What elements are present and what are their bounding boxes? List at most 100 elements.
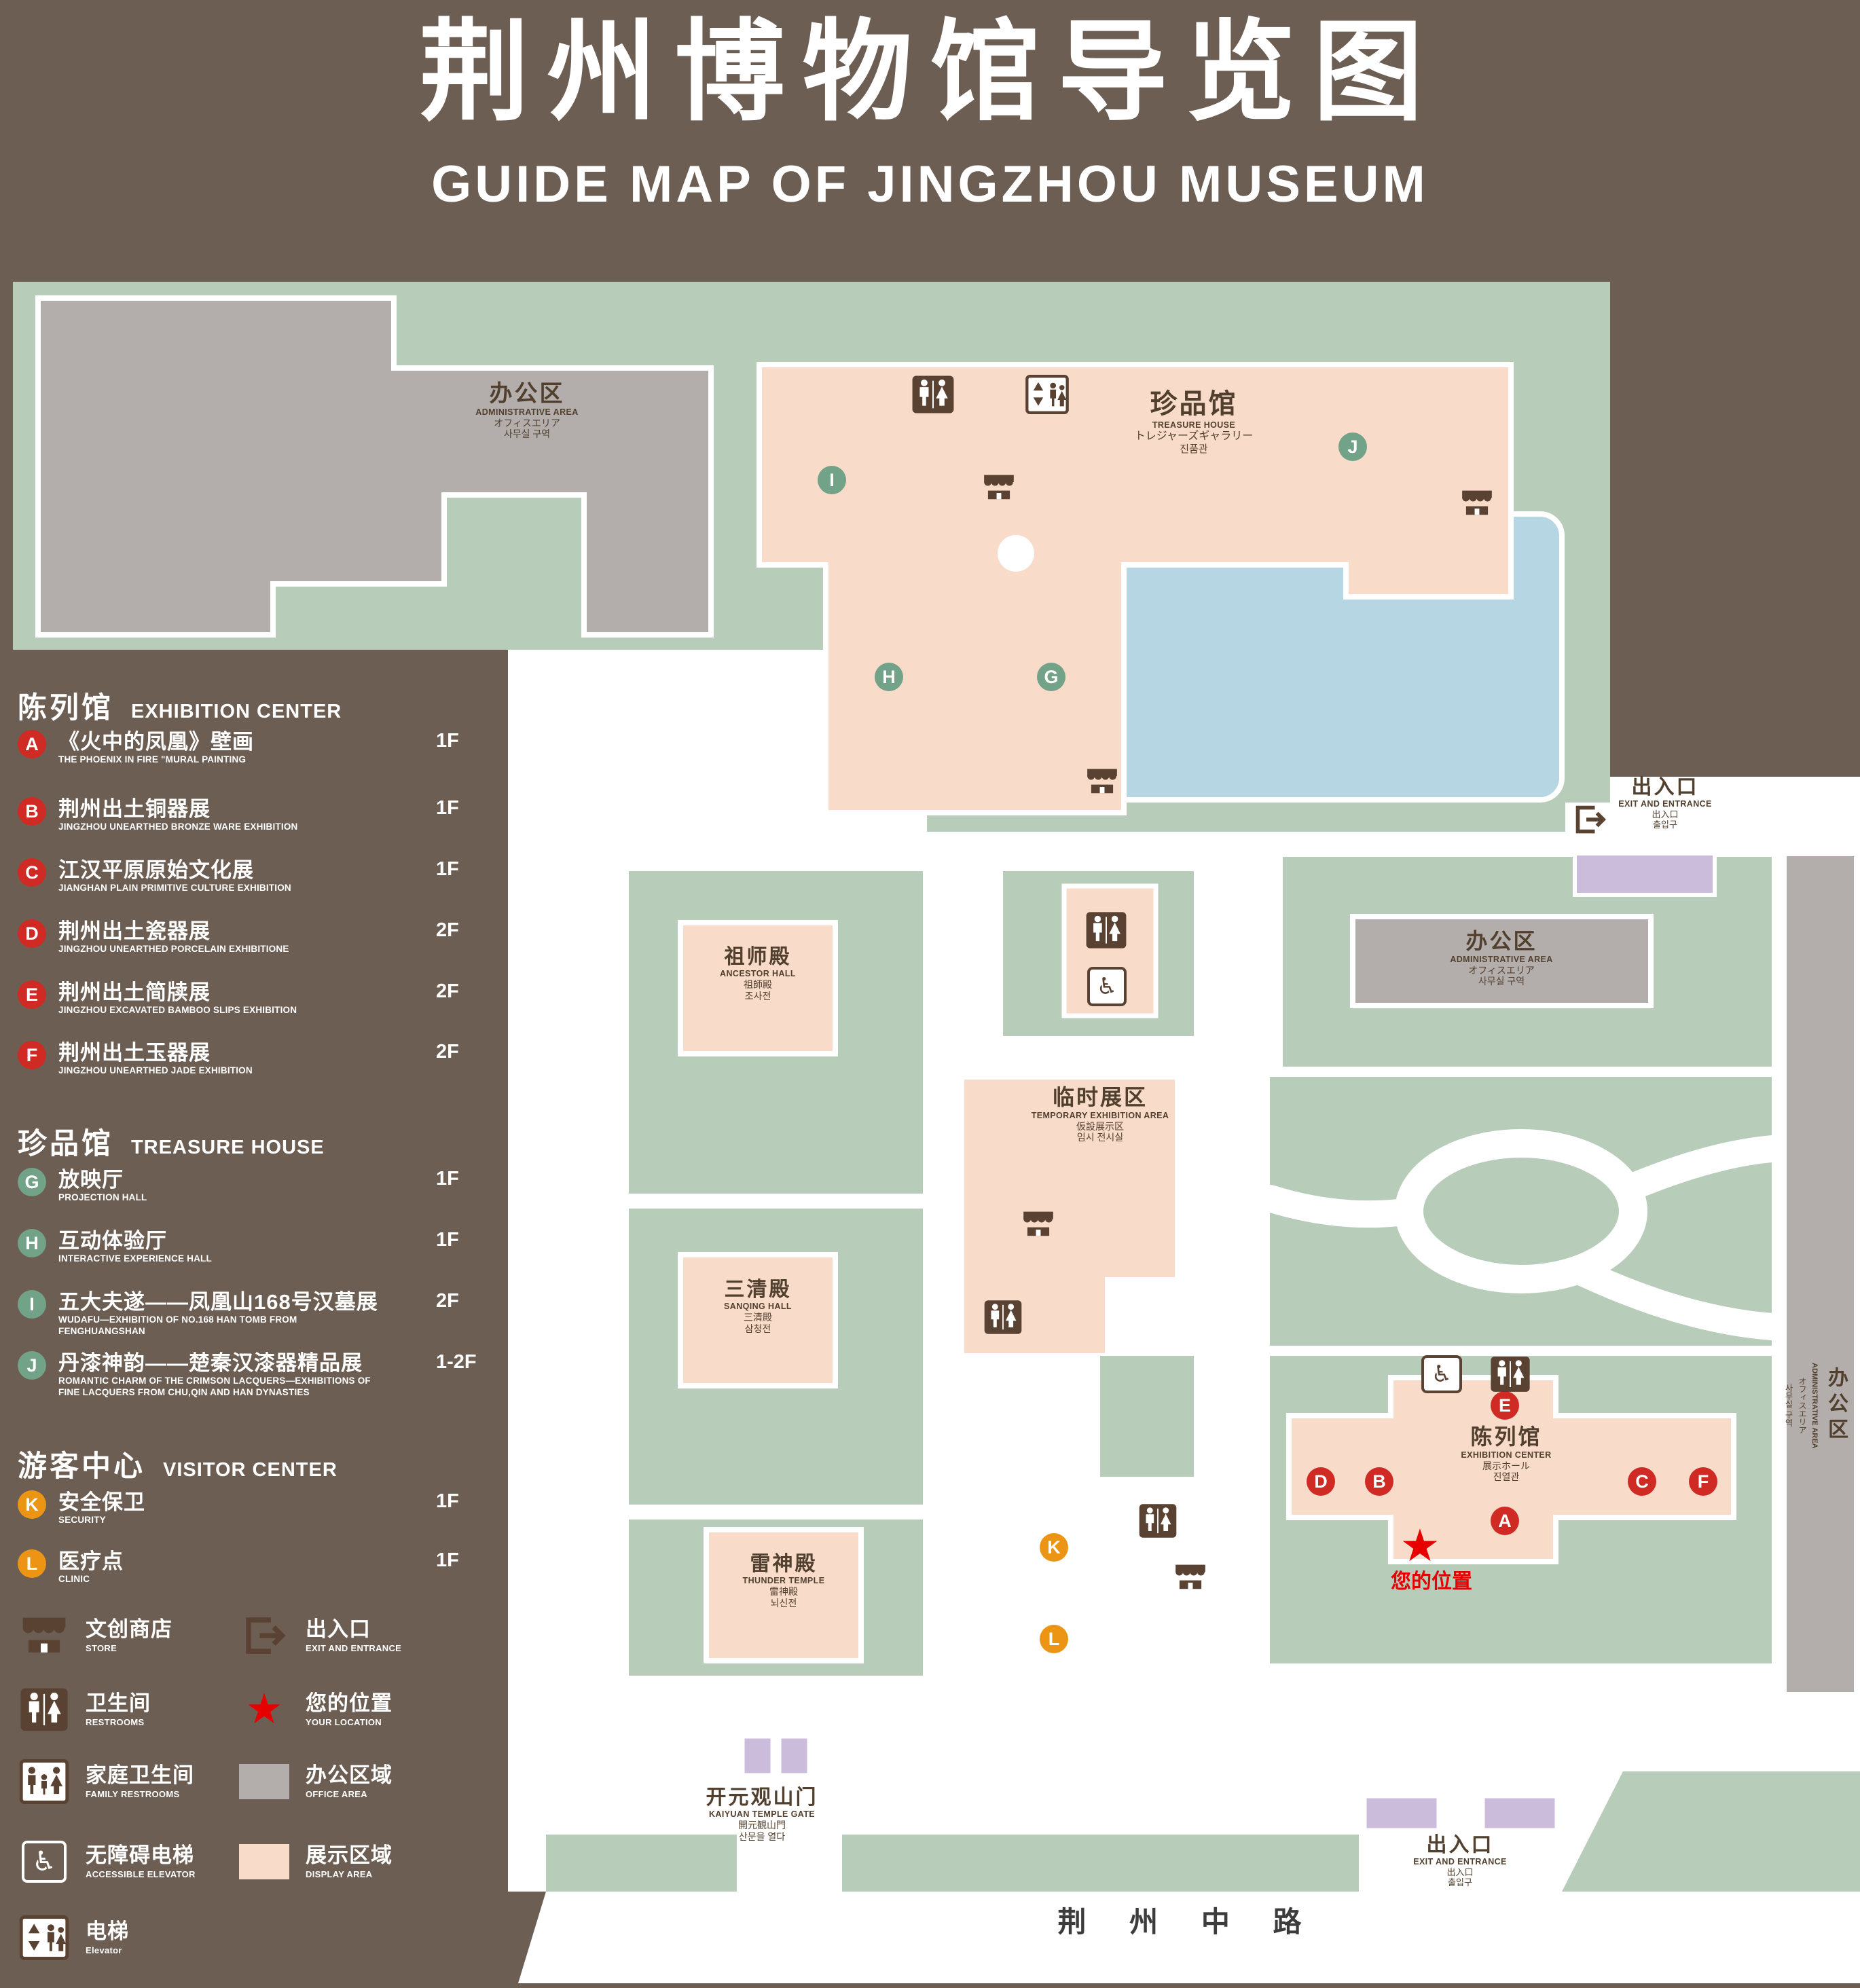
entrance-north-block: [1573, 851, 1717, 897]
road-name: 荆 州 中 路: [1057, 1906, 1319, 1938]
label-ja: トレジャーズギャラリー: [1134, 430, 1254, 442]
building-thunder-temple: [704, 1527, 864, 1663]
store-icon: [981, 472, 1017, 503]
label-ja: 仮設展示区: [1076, 1120, 1124, 1132]
label-zh: 陈列馆: [1470, 1424, 1542, 1449]
badge-G: G: [18, 1168, 46, 1196]
elevator-icon: [19, 1915, 69, 1960]
label-entrance-north: 出入口 EXIT AND ENTRANCE 出入口 출입구: [1618, 775, 1712, 830]
badge-I: I: [18, 1290, 46, 1319]
lawn-south-east: [1562, 1771, 1860, 1892]
label-ko: 진품관: [1180, 443, 1208, 455]
gate-kaiyuan-block-left: [741, 1735, 774, 1777]
badge-L: L: [18, 1549, 46, 1578]
badge-F: F: [18, 1041, 46, 1069]
symbol-en: YOUR LOCATION: [306, 1717, 382, 1728]
item-zh: 互动体验厅: [58, 1229, 167, 1253]
legend-symbol-elevator: 电梯 Elevator: [19, 1915, 129, 1960]
label-en: EXHIBITION CENTER: [1461, 1450, 1552, 1460]
label-ko: 산문을 열다: [738, 1830, 786, 1842]
item-floor: 1F: [436, 1549, 459, 1571]
label-ko: 삼청전: [744, 1323, 771, 1334]
label-en: KAIYUAN TEMPLE GATE: [709, 1809, 815, 1820]
accessible-elevator-icon: ♿: [1421, 1355, 1462, 1393]
store-icon: [1459, 487, 1495, 519]
gate-kaiyuan-block-right: [778, 1735, 811, 1777]
label-ko: 출입구: [1448, 1877, 1472, 1888]
building-temporary-exhibition: [959, 1074, 1180, 1359]
symbol-zh: 卫生间: [86, 1691, 151, 1715]
label-zh: 办公区: [1825, 1367, 1847, 1444]
restroom-icon: [911, 375, 955, 414]
store-icon: [1172, 1562, 1209, 1593]
badge-J: J: [18, 1351, 46, 1380]
map-badge-C: C: [1628, 1467, 1656, 1496]
label-ko: 진열관: [1493, 1471, 1520, 1483]
page-title: 荆州博物馆导览图: [419, 11, 1441, 134]
label-ja: 出入口: [1446, 1867, 1474, 1878]
badge-K: K: [18, 1490, 46, 1519]
symbol-zh: 办公区域: [306, 1763, 393, 1787]
label-treasure-house: 珍品馆 TREASURE HOUSE トレジャーズギャラリー 진품관: [1135, 388, 1253, 456]
restroom-icon: [1085, 911, 1127, 949]
label-en: THUNDER TEMPLE: [742, 1576, 825, 1586]
label-ja: 展示ホール: [1482, 1460, 1530, 1471]
label-ko: 조사전: [744, 990, 771, 1001]
item-en: JIANGHAN PLAIN PRIMITIVE CULTURE EXHIBIT…: [58, 882, 291, 893]
label-ja: 出入口: [1652, 809, 1679, 820]
label-ja: 開元観山門: [738, 1820, 786, 1831]
item-floor: 1F: [436, 1490, 459, 1512]
item-floor: 1-2F: [436, 1351, 477, 1373]
item-floor: 1F: [436, 858, 459, 880]
symbol-en: EXIT AND ENTRANCE: [306, 1643, 402, 1654]
label-sanqing-hall: 三清殿 SANQING HALL 三清殿 삼청전: [724, 1278, 792, 1334]
label-ancestor-hall: 祖师殿 ANCESTOR HALL 祖師殿 조사전: [720, 945, 796, 1001]
map-badge-K: K: [1040, 1533, 1068, 1562]
accessible-elevator-icon: ♿: [19, 1839, 69, 1884]
label-admin-northwest: 办公区 ADMINISTRATIVE AREA オフィスエリア 사무실 구역: [475, 380, 578, 440]
item-zh: 医疗点: [58, 1549, 124, 1573]
symbol-en: OFFICE AREA: [306, 1789, 367, 1800]
map-badge-E: E: [1491, 1391, 1519, 1420]
symbol-en: STORE: [86, 1643, 117, 1654]
label-road: 荆 州 中 路: [1057, 1905, 1319, 1939]
page-subtitle: GUIDE MAP OF JINGZHOU MUSEUM: [431, 155, 1429, 213]
lawn-temporary-south: [1100, 1356, 1194, 1477]
item-floor: 1F: [436, 1168, 459, 1190]
family-restroom-icon: [19, 1759, 69, 1804]
item-floor: 2F: [436, 980, 459, 1002]
label-en: TREASURE HOUSE: [1152, 420, 1236, 430]
map-badge-H: H: [875, 663, 903, 691]
symbol-en: Elevator: [86, 1945, 122, 1956]
item-en: WUDAFU—EXHIBITION OF NO.168 HAN TOMB FRO…: [58, 1314, 297, 1336]
item-zh: 《火中的凤凰》壁画: [58, 730, 254, 754]
badge-H: H: [18, 1229, 46, 1257]
item-zh: 放映厅: [58, 1168, 124, 1192]
item-zh: 五大夫遂——凤凰山168号汉墓展: [58, 1290, 378, 1314]
item-zh: 荆州出土瓷器展: [58, 919, 211, 943]
symbol-zh: 家庭卫生间: [86, 1763, 194, 1787]
garden-paths: [1256, 1129, 1785, 1340]
item-zh: 荆州出土玉器展: [58, 1041, 211, 1065]
section-heading-zh: 陈列馆: [18, 692, 113, 724]
item-zh: 荆州出土简牍展: [58, 980, 211, 1004]
badge-D: D: [18, 919, 46, 948]
symbol-zh: 展示区域: [306, 1843, 393, 1867]
building-admin-northwest: [35, 295, 714, 638]
section-heading-zh: 珍品馆: [18, 1128, 113, 1160]
section-heading-en: EXHIBITION CENTER: [131, 701, 342, 722]
location-star-icon: ★: [245, 1686, 283, 1733]
item-floor: 2F: [436, 1290, 459, 1312]
symbol-zh: 电梯: [86, 1919, 129, 1943]
building-admin-mid: [1350, 914, 1654, 1008]
item-en: THE PHOENIX IN FIRE "MURAL PAINTING: [58, 754, 247, 765]
